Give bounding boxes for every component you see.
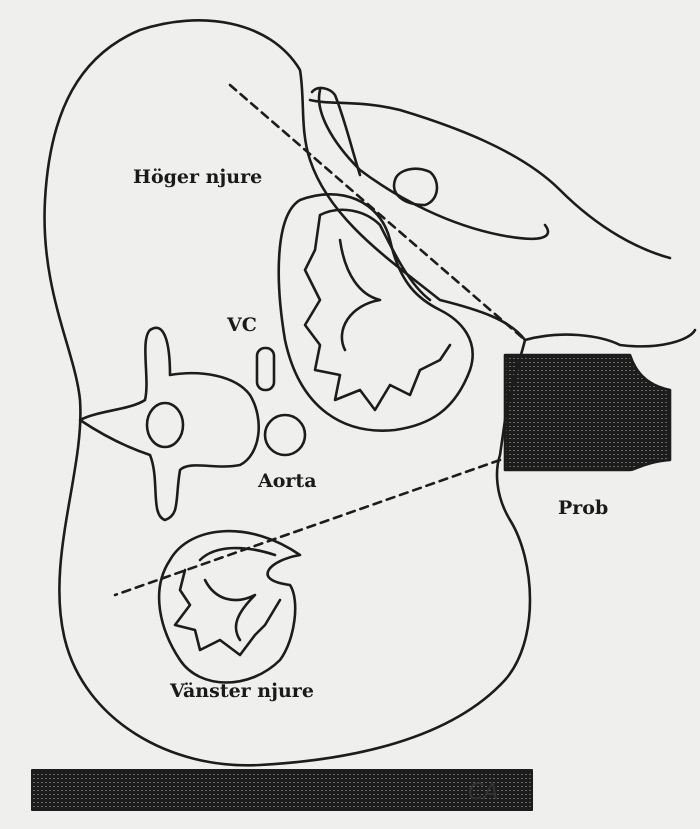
hand-outline (308, 86, 697, 348)
label-right-kidney: Höger njure (133, 166, 263, 188)
label-aorta: Aorta (258, 470, 317, 492)
left-kidney-pelvis (173, 546, 282, 657)
spinal-canal (145, 401, 185, 449)
beam-line-lower (113, 458, 502, 597)
label-table: CA (468, 780, 499, 805)
table-surface (31, 769, 533, 811)
label-probe: Prob (558, 497, 609, 519)
beam-line-upper (228, 83, 527, 342)
left-kidney (157, 529, 302, 684)
aorta-vessel (263, 413, 307, 457)
vena-cava (255, 346, 276, 392)
body-outline (43, 19, 532, 767)
right-kidney-pelvis (303, 208, 452, 412)
label-left-kidney: Vänster njure (170, 680, 314, 702)
label-vena-cava: VC (227, 314, 257, 336)
vertebra (78, 326, 261, 522)
right-kidney (277, 192, 474, 432)
probe (503, 353, 672, 472)
